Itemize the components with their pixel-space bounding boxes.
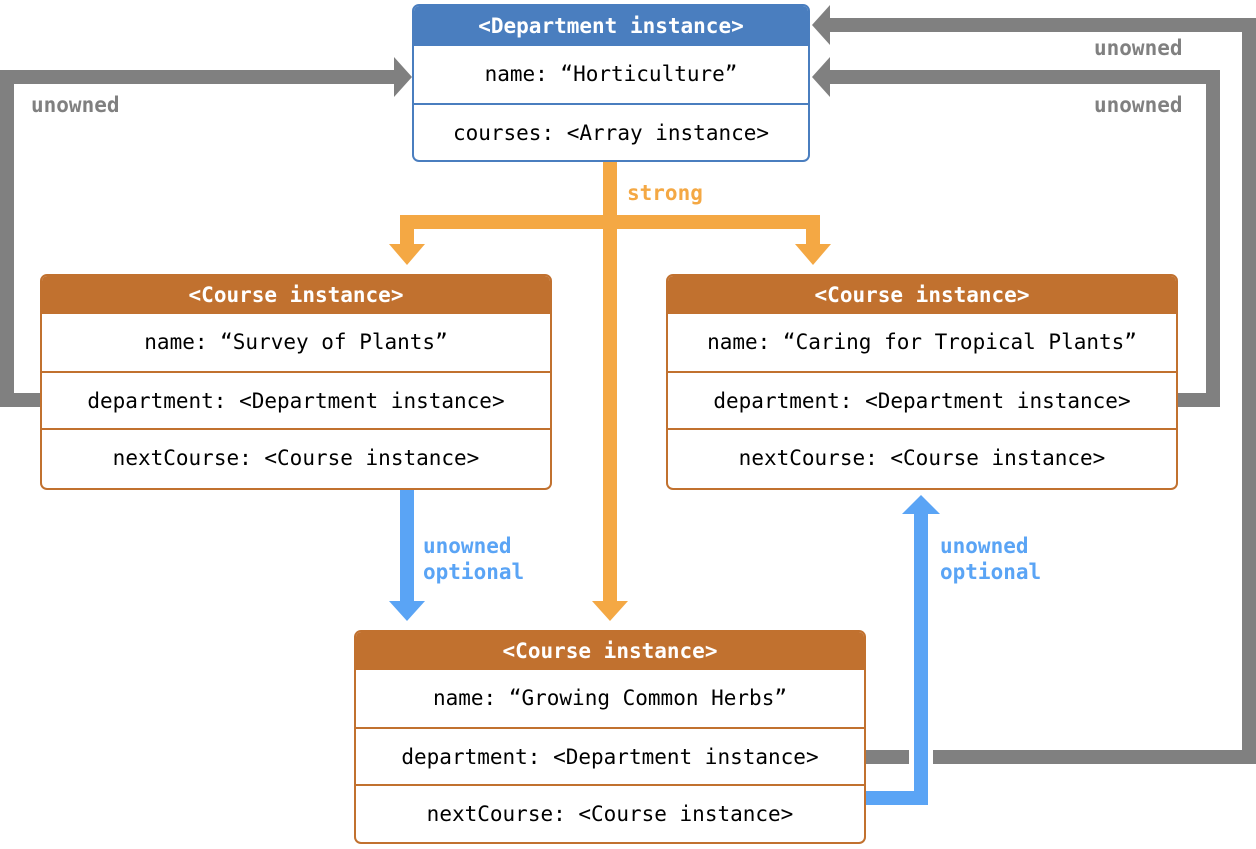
label-unowned-optional-left: unowned optional xyxy=(423,534,525,584)
course-instance-survey-box: <Course instance> name: “Survey of Plant… xyxy=(40,274,552,490)
label-unowned-left: unowned xyxy=(31,93,120,117)
course-tropical-header: <Course instance> xyxy=(668,276,1176,314)
arrow-unowned-left-course-to-department xyxy=(0,57,412,407)
arrow-unowned-bottom-course-to-department xyxy=(812,5,1256,764)
arrow-unowned-optional-bottom-to-right xyxy=(865,495,940,805)
department-instance-box: <Department instance> name: “Horticultur… xyxy=(412,4,810,162)
arrow-unowned-optional-left-to-bottom xyxy=(389,489,425,621)
label-unowned-right-mid: unowned xyxy=(1094,93,1183,117)
department-header: <Department instance> xyxy=(414,6,808,46)
course-instance-tropical-box: <Course instance> name: “Caring for Trop… xyxy=(666,274,1178,490)
label-unowned-optional-right: unowned optional xyxy=(940,534,1042,584)
department-courses-field: courses: <Array instance> xyxy=(414,103,808,160)
label-unowned-right-top: unowned xyxy=(1094,36,1183,60)
course-survey-department-field: department: <Department instance> xyxy=(42,371,550,428)
course-herbs-next-course-field: nextCourse: <Course instance> xyxy=(356,784,864,841)
course-herbs-department-field: department: <Department instance> xyxy=(356,727,864,784)
course-tropical-name-field: name: “Caring for Tropical Plants” xyxy=(707,330,1137,354)
course-tropical-next-course-field: nextCourse: <Course instance> xyxy=(668,428,1176,485)
arrow-unowned-right-course-to-department xyxy=(812,57,1220,407)
arrow-strong-department-to-courses xyxy=(389,160,831,621)
course-instance-herbs-box: <Course instance> name: “Growing Common … xyxy=(354,630,866,844)
course-survey-name-field: name: “Survey of Plants” xyxy=(144,330,448,354)
course-survey-next-course-field: nextCourse: <Course instance> xyxy=(42,428,550,485)
department-name-field: name: “Horticulture” xyxy=(484,62,738,86)
course-herbs-name-field: name: “Growing Common Herbs” xyxy=(432,686,787,710)
course-survey-header: <Course instance> xyxy=(42,276,550,314)
course-tropical-department-field: department: <Department instance> xyxy=(668,371,1176,428)
label-strong: strong xyxy=(627,181,703,205)
course-herbs-header: <Course instance> xyxy=(356,632,864,670)
